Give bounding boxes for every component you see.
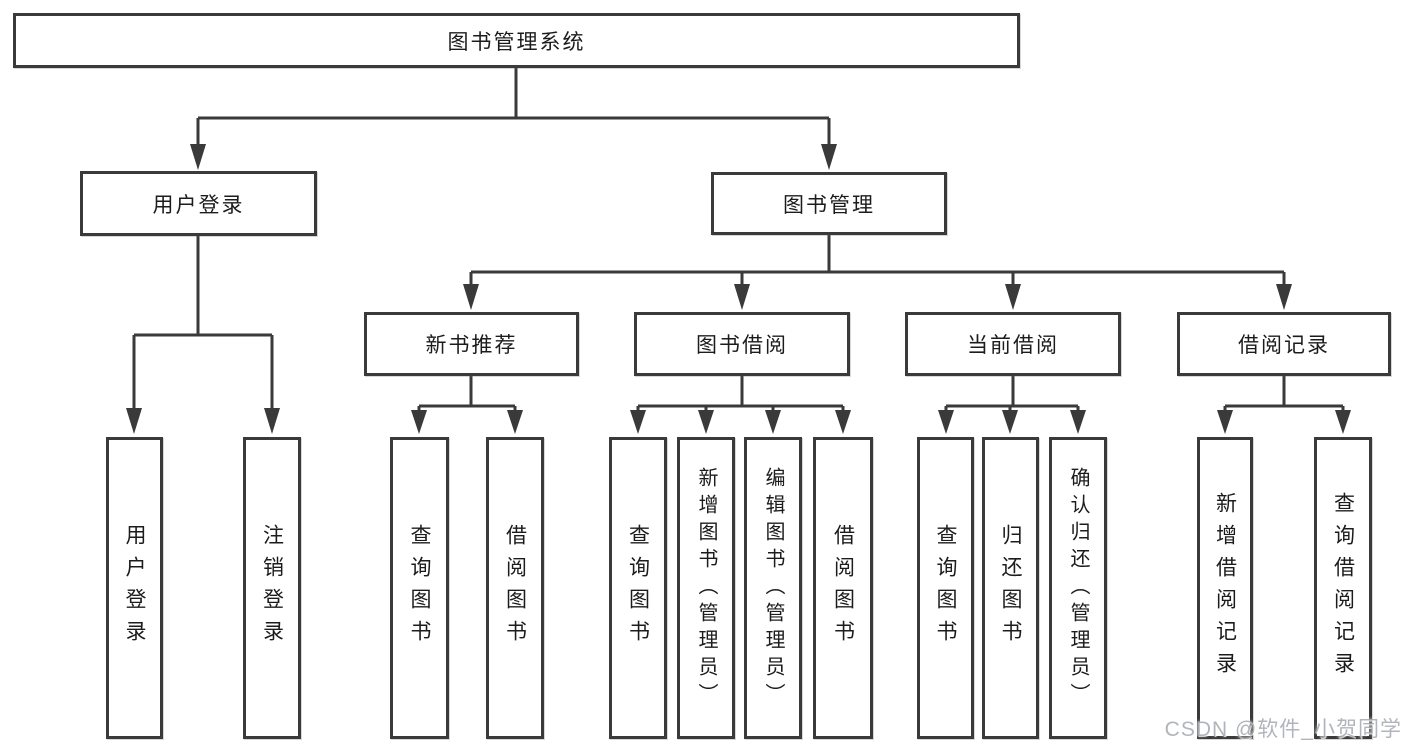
leaf-add-borrow-record: 新增借阅记录 [1197,437,1253,739]
node-book-management: 图书管理 [711,172,947,235]
node-library-system-label: 图书管理系统 [447,30,586,54]
leaf-user-login: 用户登录 [106,437,163,739]
leaf-user-login-label: 用户登录 [123,524,146,652]
node-book-management-label: 图书管理 [783,193,875,217]
leaf-query-books-2: 查询图书 [609,437,667,739]
leaf-add-books-admin: 新增图书（管理员） [677,437,735,739]
leaf-logout: 注销登录 [243,437,301,739]
leaf-confirm-return-admin-label: 确认归还（管理员） [1067,466,1089,710]
leaf-return-books: 归还图书 [982,437,1039,739]
node-current-borrowing-label: 当前借阅 [967,334,1059,357]
node-new-book-recommend: 新书推荐 [364,312,579,376]
leaf-borrow-books-2-label: 借阅图书 [831,524,855,652]
node-borrowing-records: 借阅记录 [1177,312,1391,376]
leaf-return-books-label: 归还图书 [999,524,1022,652]
node-library-system: 图书管理系统 [13,13,1020,68]
leaf-confirm-return-admin: 确认归还（管理员） [1049,437,1107,739]
node-user-login: 用户登录 [80,171,317,236]
leaf-borrow-books-2: 借阅图书 [813,437,873,739]
leaf-edit-books-admin: 编辑图书（管理员） [744,437,802,739]
leaf-query-books-1-label: 查询图书 [408,524,431,652]
leaf-query-books-1: 查询图书 [390,437,449,739]
node-new-book-recommend-label: 新书推荐 [425,334,518,357]
leaf-borrow-books-1: 借阅图书 [486,437,544,739]
leaf-edit-books-admin-label: 编辑图书（管理员） [762,466,784,710]
leaf-add-borrow-record-label: 新增借阅记录 [1213,492,1237,684]
leaf-query-borrow-record: 查询借阅记录 [1314,437,1372,739]
node-borrowing-records-label: 借阅记录 [1238,334,1330,357]
leaf-query-books-3-label: 查询图书 [934,524,957,652]
leaf-borrow-books-1-label: 借阅图书 [503,524,527,652]
node-user-login-label: 用户登录 [152,193,245,217]
node-book-borrowing-label: 图书借阅 [696,334,788,357]
leaf-add-books-admin-label: 新增图书（管理员） [695,466,717,710]
leaf-query-books-2-label: 查询图书 [626,524,650,652]
node-book-borrowing: 图书借阅 [634,312,850,376]
leaf-query-books-3: 查询图书 [917,437,974,739]
node-current-borrowing: 当前借阅 [905,312,1121,376]
leaf-query-borrow-record-label: 查询借阅记录 [1331,492,1355,684]
leaf-logout-label: 注销登录 [260,524,284,652]
